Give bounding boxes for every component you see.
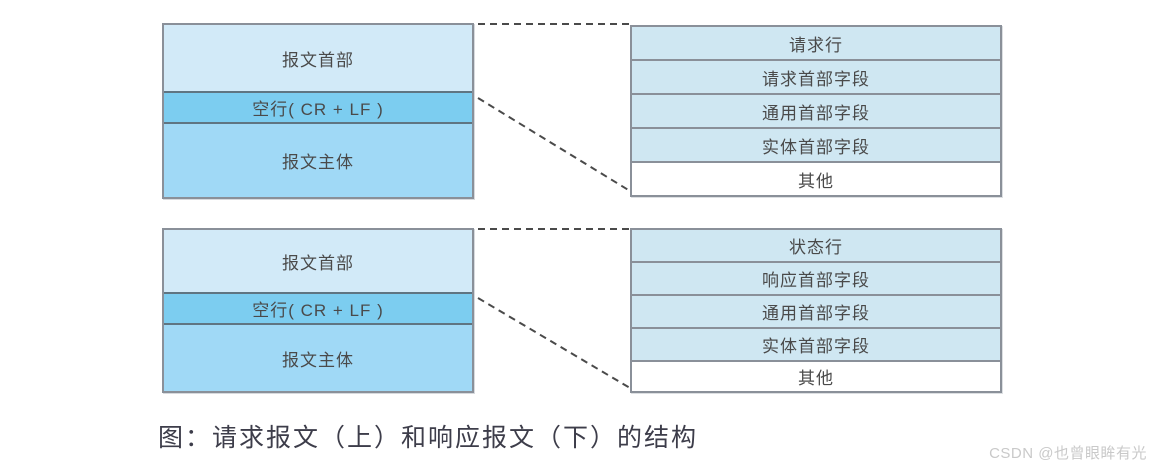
csdn-watermark: CSDN @也曾眼眸有光	[989, 445, 1147, 462]
request-row-label-0: 报文首部	[282, 50, 354, 70]
response-message-row-blank-line: 空行( CR + LF )	[164, 292, 472, 325]
request-message-row-header: 报文首部	[164, 25, 472, 91]
response-row-label-2: 报文主体	[282, 350, 354, 370]
response-detail-panel: 状态行 响应首部字段 通用首部字段 实体首部字段 其他	[630, 228, 1002, 393]
request-row-label-1: 空行( CR + LF )	[252, 100, 384, 119]
request-row-label-2: 报文主体	[282, 153, 354, 172]
request-detail-panel: 请求行 请求首部字段 通用首部字段 实体首部字段 其他	[630, 25, 1002, 197]
response-detail-row-other: 其他	[632, 362, 1000, 391]
response-message-box: 报文首部 空行( CR + LF ) 报文主体	[162, 228, 474, 393]
response-detail-label-4: 其他	[798, 369, 834, 388]
response-detail-row-response-headers: 响应首部字段	[632, 263, 1000, 296]
request-connector-diagonal-line	[477, 97, 631, 192]
request-detail-row-other: 其他	[632, 163, 1000, 195]
response-row-label-0: 报文首部	[282, 253, 354, 273]
response-row-label-1: 空行( CR + LF )	[252, 301, 384, 320]
request-detail-row-entity-headers: 实体首部字段	[632, 129, 1000, 163]
figure-caption: 图：请求报文（上）和响应报文（下）的结构	[158, 423, 699, 452]
response-detail-row-general-headers: 通用首部字段	[632, 296, 1000, 329]
response-detail-label-3: 实体首部字段	[762, 337, 870, 356]
request-detail-label-3: 实体首部字段	[762, 137, 870, 157]
response-connector-diagonal-line	[477, 297, 631, 389]
request-detail-row-request-line: 请求行	[632, 27, 1000, 61]
request-detail-label-1: 请求首部字段	[762, 69, 870, 89]
response-detail-label-0: 状态行	[789, 238, 843, 257]
request-detail-label-0: 请求行	[789, 35, 843, 55]
response-message-row-header: 报文首部	[164, 230, 472, 292]
request-message-row-blank-line: 空行( CR + LF )	[164, 91, 472, 124]
response-detail-label-2: 通用首部字段	[762, 304, 870, 323]
response-detail-label-1: 响应首部字段	[762, 271, 870, 290]
request-message-row-body: 报文主体	[164, 124, 472, 197]
response-message-row-body: 报文主体	[164, 325, 472, 391]
request-detail-label-4: 其他	[798, 171, 834, 191]
response-detail-row-status-line: 状态行	[632, 230, 1000, 263]
request-message-box: 报文首部 空行( CR + LF ) 报文主体	[162, 23, 474, 199]
request-detail-row-request-headers: 请求首部字段	[632, 61, 1000, 95]
request-detail-row-general-headers: 通用首部字段	[632, 95, 1000, 129]
request-detail-label-2: 通用首部字段	[762, 103, 870, 123]
response-detail-row-entity-headers: 实体首部字段	[632, 329, 1000, 362]
